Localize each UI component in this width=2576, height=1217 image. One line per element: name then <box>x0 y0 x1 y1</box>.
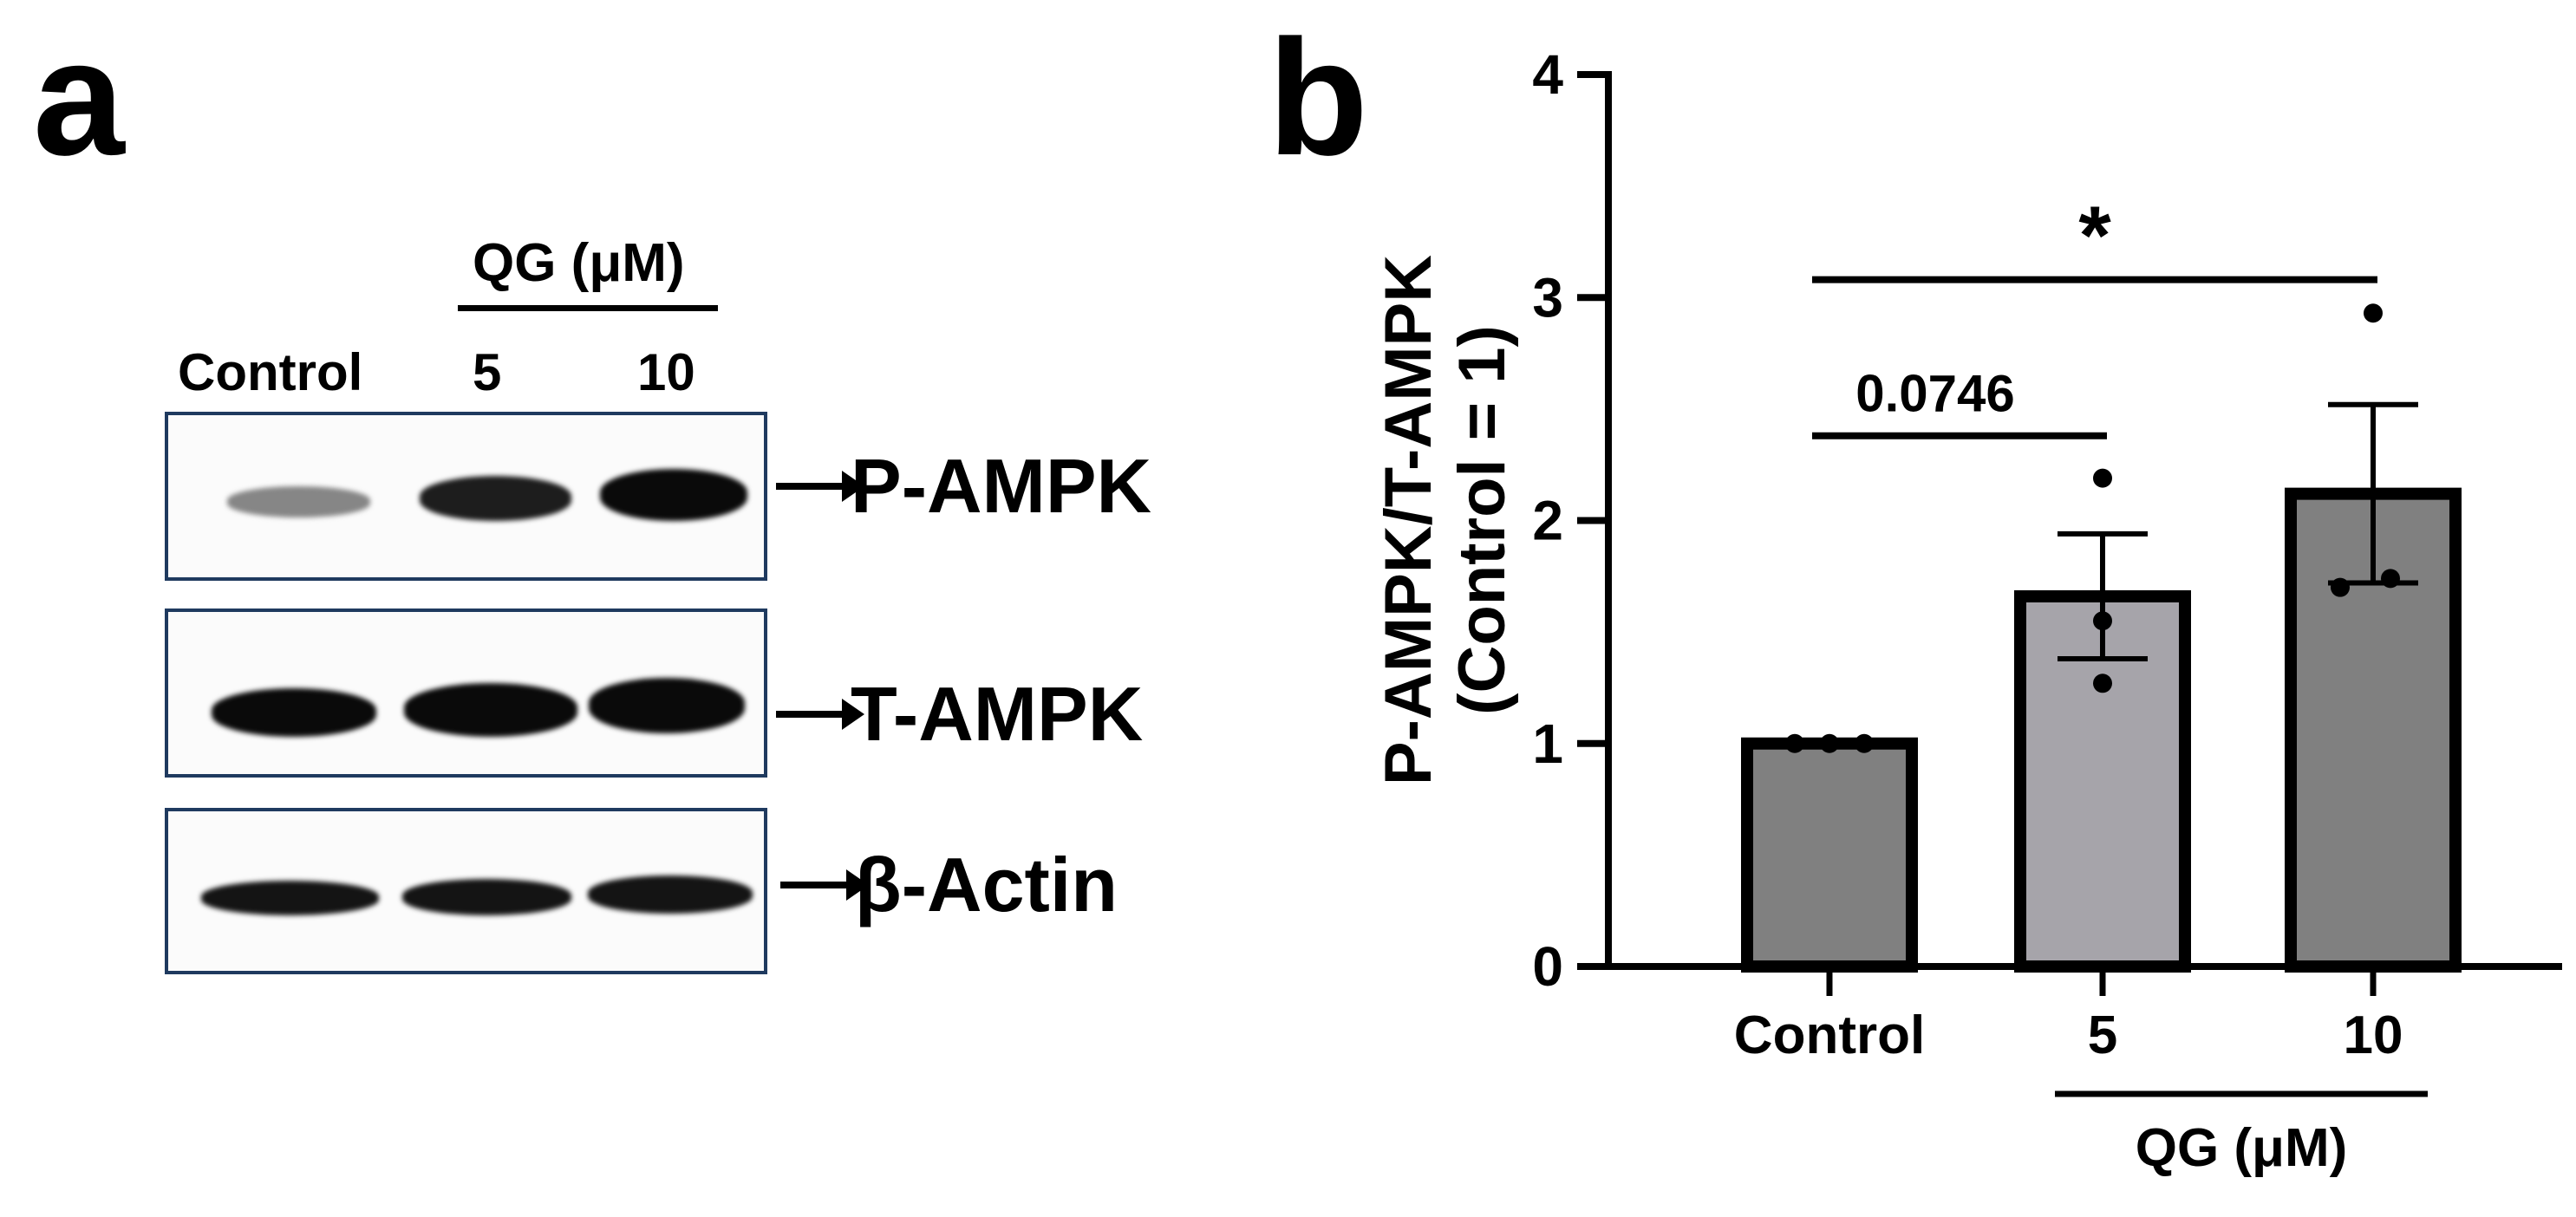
band-t-ampk-control <box>212 688 376 737</box>
qg-group-label: QG (μM) <box>473 233 685 293</box>
significance-label: * <box>2078 190 2111 283</box>
panel-b-letter: b <box>1268 6 1369 190</box>
y-axis-label-line2: (Control = 1) <box>1445 325 1519 715</box>
x-tick-label: 10 <box>2344 1005 2403 1065</box>
x-group-label: QG (μM) <box>2136 1118 2348 1178</box>
y-tick-label: 2 <box>1532 490 1563 552</box>
y-tick-label: 4 <box>1532 43 1563 106</box>
beta-actin-marker: β-Actin <box>780 841 1118 929</box>
data-point <box>2381 569 2400 589</box>
arrow-icon <box>776 471 864 502</box>
data-point <box>2093 611 2112 631</box>
blot-beta-actin <box>165 808 767 974</box>
panel-a-letter: a <box>33 6 125 190</box>
data-point <box>2093 468 2112 488</box>
t-ampk-label: T-AMPK <box>851 671 1144 757</box>
blot-p-ampk <box>165 412 767 581</box>
data-point <box>2093 674 2112 693</box>
arrow-icon <box>780 869 869 901</box>
band-t-ampk-10 <box>589 678 745 733</box>
band-actin-control <box>201 881 379 915</box>
lane-label-10: 10 <box>637 343 695 401</box>
y-tick-label: 0 <box>1532 935 1563 998</box>
beta-actin-label: β-Actin <box>855 842 1118 927</box>
band-actin-5 <box>402 879 571 915</box>
bar <box>1741 737 1918 973</box>
qg-group-line <box>458 305 718 311</box>
y-tick-label: 3 <box>1532 266 1563 329</box>
x-tick-label: 5 <box>2088 1005 2117 1065</box>
significance-label: 0.0746 <box>1855 365 2015 423</box>
data-point <box>2331 577 2350 597</box>
blot-t-ampk <box>165 608 767 778</box>
band-p-ampk-5 <box>420 476 571 521</box>
data-point <box>2364 303 2383 323</box>
data-point <box>1855 733 1874 753</box>
p-ampk-label: P-AMPK <box>851 443 1152 529</box>
x-tick-label: Control <box>1734 1005 1925 1065</box>
band-t-ampk-5 <box>404 683 577 737</box>
band-p-ampk-10 <box>600 469 747 521</box>
y-axis-label: P-AMPK/T-AMPK <box>1372 255 1445 785</box>
lane-label-5: 5 <box>473 343 502 401</box>
data-point <box>1820 733 1839 753</box>
t-ampk-marker: T-AMPK <box>776 670 1143 758</box>
p-ampk-marker: P-AMPK <box>776 442 1151 530</box>
lane-label-control: Control <box>178 343 363 401</box>
data-point <box>1785 733 1804 753</box>
y-tick-label: 1 <box>1532 713 1563 775</box>
band-actin-10 <box>588 875 753 914</box>
arrow-icon <box>776 699 864 730</box>
band-p-ampk-control <box>227 486 370 517</box>
